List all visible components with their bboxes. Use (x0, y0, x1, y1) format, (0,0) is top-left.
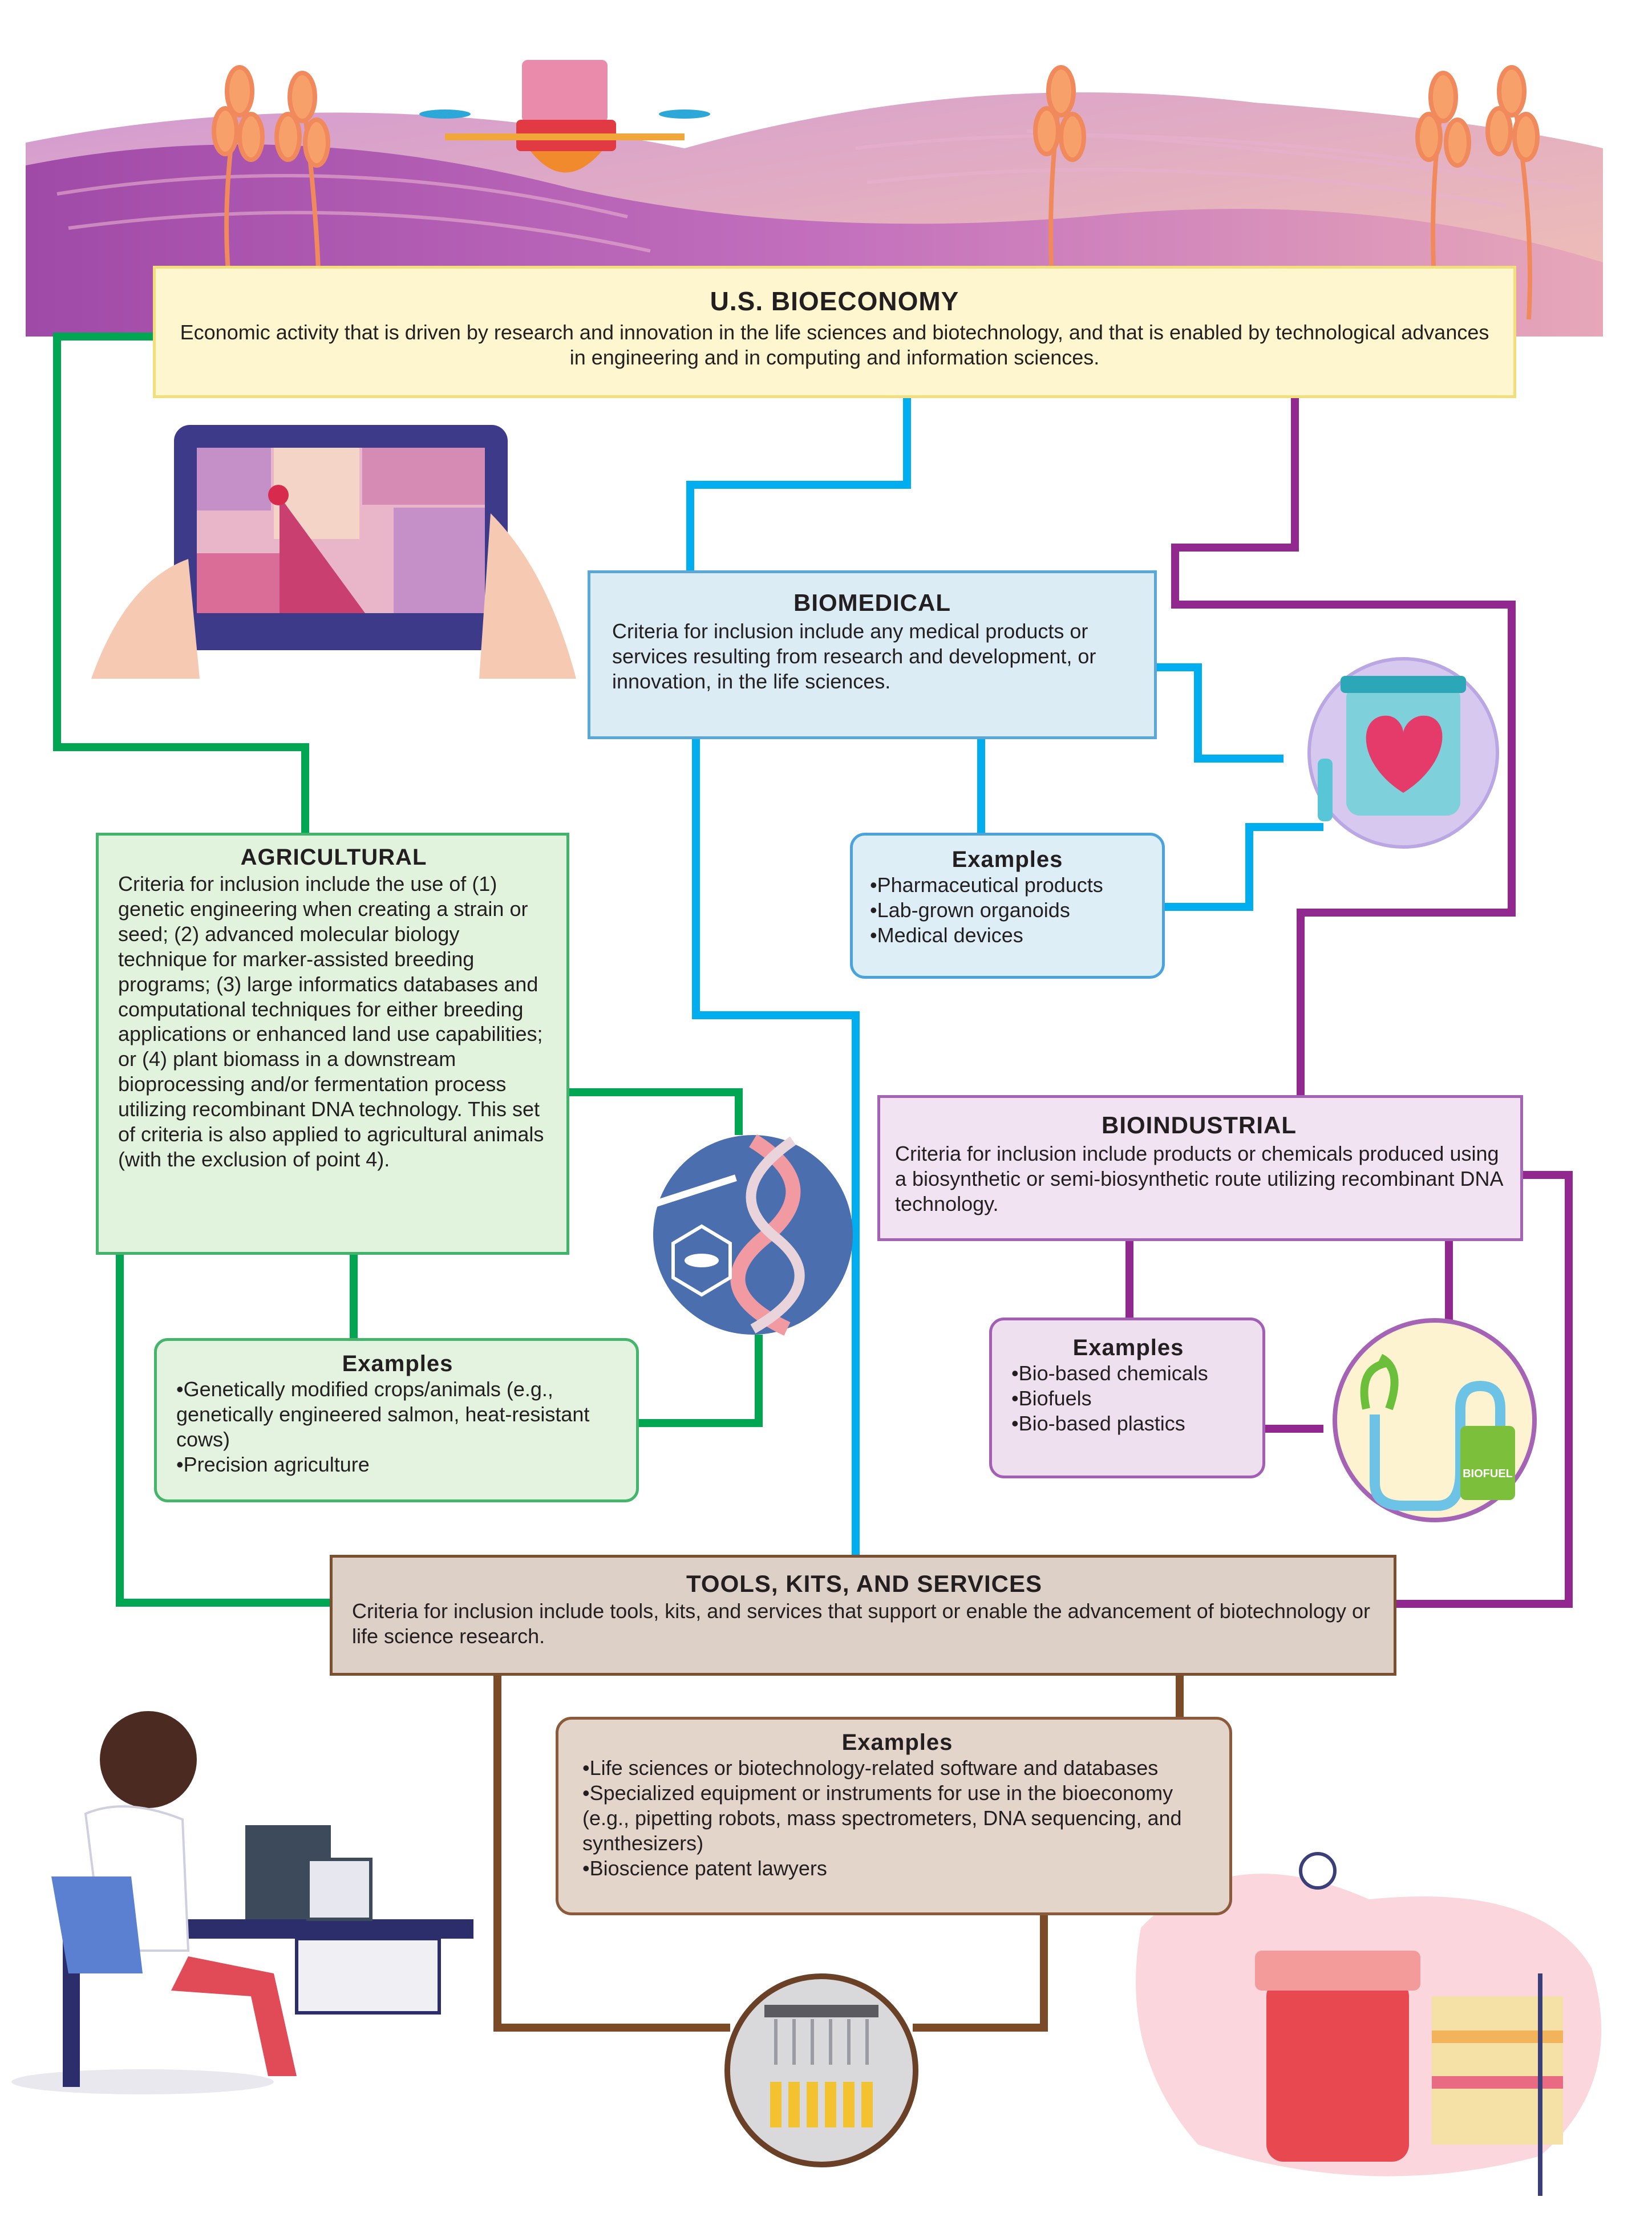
agricultural-title: AGRICULTURAL (240, 845, 427, 870)
list-item: Pharmaceutical products (870, 873, 1145, 898)
pipette-robot-icon (724, 1973, 918, 2167)
biofuel-label: BIOFUEL (1463, 1468, 1513, 1480)
scientist-desk-icon (11, 1711, 473, 2094)
biomedical-title: BIOMEDICAL (793, 589, 951, 616)
bioindustrial-examples-list: Bio-based chemicals Biofuels Bio-based p… (1011, 1361, 1245, 1436)
list-item: Precision agriculture (176, 1452, 619, 1477)
tablet-map-icon (91, 425, 576, 679)
biomedical-examples-box: Examples Pharmaceutical products Lab-gro… (850, 833, 1165, 979)
connector-bioindustrial (1171, 398, 1516, 1095)
biomedical-box: BIOMEDICAL Criteria for inclusion includ… (588, 570, 1157, 739)
tools-examples-list: Life sciences or biotechnology-related s… (582, 1756, 1212, 1881)
pharma-lab-icon (1136, 1852, 1602, 2196)
wheat-icon (212, 65, 1540, 320)
tools-examples-box: Examples Life sciences or biotechnology-… (556, 1717, 1232, 1915)
agricultural-examples-box: Examples Genetically modified crops/anim… (154, 1338, 639, 1502)
connector-biomed-tools (692, 739, 860, 1555)
list-item: Bioscience patent lawyers (582, 1856, 1212, 1881)
list-item: Genetically modified crops/animals (e.g.… (176, 1377, 619, 1452)
bioeconomy-box: U.S. BIOECONOMY Economic activity that i… (153, 266, 1516, 398)
agricultural-box: AGRICULTURAL Criteria for inclusion incl… (96, 833, 569, 1255)
connector-agricultural (53, 333, 309, 833)
bioeconomy-title: U.S. BIOECONOMY (710, 286, 959, 316)
tools-title: TOOLS, KITS, AND SERVICES (686, 1570, 1042, 1597)
biomedical-description: Criteria for inclusion include any medic… (612, 619, 1096, 693)
list-item: Specialized equipment or instruments for… (582, 1781, 1212, 1856)
tools-examples-title: Examples (841, 1730, 953, 1755)
list-item: Medical devices (870, 923, 1145, 948)
heart-jar-icon (1307, 657, 1499, 849)
connector-dna-examples (639, 1335, 763, 1427)
connector-biomedical (686, 398, 911, 570)
connector-heart-examples (1165, 823, 1323, 911)
connector-tools-pipette (493, 1676, 730, 2032)
agricultural-examples-list: Genetically modified crops/animals (e.g.… (176, 1377, 619, 1477)
bioeconomy-description: Economic activity that is driven by rese… (180, 321, 1489, 369)
connector-agri-dna (569, 1088, 743, 1135)
bioindustrial-box: BIOINDUSTRIAL Criteria for inclusion inc… (877, 1095, 1523, 1241)
agricultural-examples-title: Examples (342, 1351, 454, 1376)
bioindustrial-description: Criteria for inclusion include products … (895, 1142, 1503, 1215)
bioindustrial-examples-title: Examples (1072, 1335, 1184, 1360)
list-item: Lab-grown organoids (870, 898, 1145, 923)
list-item: Bio-based chemicals (1011, 1361, 1245, 1386)
tools-box: TOOLS, KITS, AND SERVICES Criteria for i… (330, 1555, 1396, 1676)
list-item: Life sciences or biotechnology-related s… (582, 1756, 1212, 1781)
connector-examples-pipette (913, 1915, 1048, 2032)
biofuel-plant-icon: BIOFUEL (1333, 1318, 1537, 1522)
connector-agri-tools (116, 1255, 330, 1607)
biomedical-examples-title: Examples (951, 847, 1063, 872)
bioindustrial-examples-box: Examples Bio-based chemicals Biofuels Bi… (989, 1318, 1265, 1478)
connector-bioind-tools (1396, 1171, 1573, 1608)
list-item: Biofuels (1011, 1386, 1245, 1411)
biomedical-examples-list: Pharmaceutical products Lab-grown organo… (870, 873, 1145, 948)
agricultural-description: Criteria for inclusion include the use o… (118, 872, 544, 1171)
connector-biomed-heart (1157, 663, 1283, 763)
bioindustrial-title: BIOINDUSTRIAL (1102, 1112, 1297, 1138)
list-item: Bio-based plastics (1011, 1411, 1245, 1436)
dna-salmon-icon (653, 1134, 853, 1336)
tools-description: Criteria for inclusion include tools, ki… (352, 1599, 1370, 1648)
